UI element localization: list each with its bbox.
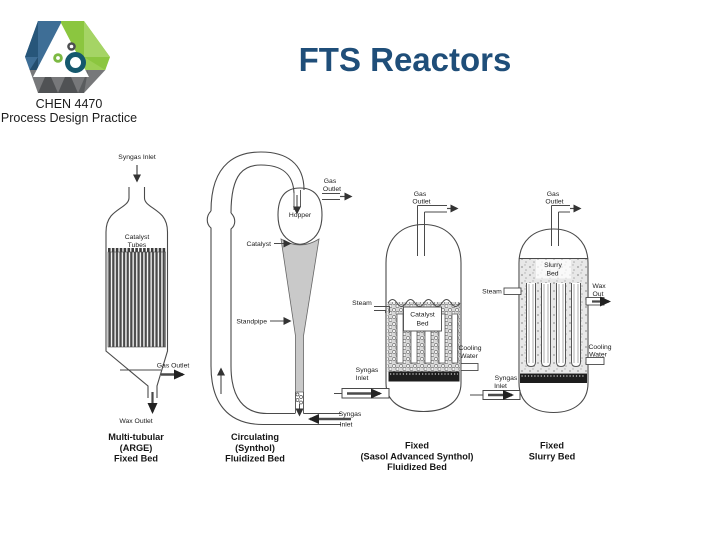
r2-caption-1: Circulating: [231, 432, 279, 442]
r2-caption-3: Fluidized Bed: [225, 454, 285, 464]
r1-vessel-right-wall: [143, 187, 169, 398]
r1-caption-1: Multi-tubular: [108, 432, 164, 442]
r1-gas-outlet-label: Gas Outlet: [157, 363, 190, 370]
r1-vessel-left-wall: [105, 187, 149, 398]
r3-cooling-water-label-1: Cooling: [458, 345, 481, 352]
r1-caption-2: (ARGE): [120, 443, 153, 453]
r4-cooling-water-label-1: Cooling: [588, 344, 611, 351]
course-logo: [25, 21, 110, 93]
logo-course-name: Process Design Practice: [0, 111, 138, 125]
r3-syngas-inlet-label-1: Syngas: [356, 367, 379, 374]
r3-bed-surface: [387, 299, 461, 307]
reactor-slurry-diagram: Slurry Bed Gas Outlet Steam Wax Out Cool…: [470, 191, 612, 462]
r4-gas-outlet-label-2: Outlet: [545, 199, 563, 206]
r2-syngas-inlet-label-2: Inlet: [340, 422, 353, 429]
r1-wax-outlet-label: Wax Outlet: [119, 418, 152, 425]
r3-catalyst-bed-label-2: Bed: [416, 321, 428, 328]
r4-caption-2: Slurry Bed: [529, 452, 575, 462]
r3-caption-1: Fixed: [405, 441, 429, 451]
r4-cooling-water-label-2: Water: [589, 352, 608, 359]
r2-hopper-label: Hopper: [289, 212, 312, 219]
r4-gas-outlet-label-1: Gas: [547, 191, 560, 198]
r2-caption-2: (Synthol): [235, 443, 275, 453]
r2-arch-outer: [210, 151, 305, 212]
r2-arch-inner: [230, 164, 295, 214]
page-title: FTS Reactors: [298, 41, 512, 78]
r1-syngas-inlet-label: Syngas Inlet: [118, 154, 156, 161]
r4-wax-out-label-1: Wax: [592, 283, 606, 290]
r3-gas-outlet-label-2: Outlet: [412, 199, 430, 206]
r4-wax-out-label-2: Out: [593, 291, 604, 298]
r2-riser-outer-wall: [206, 210, 341, 426]
r4-cooling-tube: [526, 283, 536, 368]
r3-caption-3: Fluidized Bed: [387, 462, 447, 472]
r1-catalyst-tubes-label-2: Tubes: [128, 242, 147, 249]
r1-catalyst-tubes-label-1: Catalyst: [125, 234, 150, 241]
r2-gas-outlet-label-1: Gas: [324, 178, 337, 185]
r4-cooling-tube: [556, 283, 566, 368]
r3-gas-distributor: [388, 371, 460, 382]
r3-gas-outlet-label-1: Gas: [414, 191, 427, 198]
r4-slurry-bed-label-2: Bed: [546, 271, 558, 278]
r3-cooling-water-pipe: [460, 363, 479, 371]
r4-slurry-bed-label-1: Slurry: [544, 262, 562, 269]
r4-vessel-outline: [518, 228, 589, 414]
r1-catalyst-tube-bundle: [107, 251, 166, 348]
r1-caption-3: Fixed Bed: [114, 454, 158, 464]
r4-gas-distributor: [520, 373, 587, 383]
r3-catalyst-bed-label-1: Catalyst: [410, 312, 435, 319]
r4-steam-pipe: [503, 287, 522, 295]
r3-bed-label-box: [403, 306, 442, 332]
r2-catalyst-fill: [280, 238, 320, 393]
reactor-sas-diagram: Catalyst Bed Gas Outlet Steam Cooling Wa…: [334, 191, 482, 472]
r4-syngas-inlet-label-1: Syngas: [495, 375, 518, 382]
r4-steam-label: Steam: [482, 289, 502, 296]
r4-syngas-inlet-label-2: Inlet: [494, 383, 507, 390]
r4-cooling-tube: [571, 283, 581, 368]
reactor-circulating-synthol-diagram: Hopper Gas Outlet Catalyst Standpipe Syn…: [206, 151, 362, 464]
logo-course-code: CHEN 4470: [35, 97, 103, 111]
r3-steam-label: Steam: [352, 300, 372, 307]
r4-cooling-water-pipe: [585, 357, 605, 365]
r3-vessel-outline: [385, 223, 462, 413]
r2-gas-outlet-label-2: Outlet: [323, 186, 341, 193]
r4-caption-1: Fixed: [540, 441, 564, 451]
r3-syngas-inlet-label-2: Inlet: [356, 375, 369, 382]
r3-caption-2: (Sasol Advanced Synthol): [361, 452, 474, 462]
r3-steam-pipe: [374, 306, 390, 313]
r4-cooling-tube: [541, 283, 551, 368]
reactor-multitubular-diagram: Syngas Inlet Catalyst Tubes Gas Outlet W…: [105, 154, 190, 464]
logo-teal-ring: [65, 52, 86, 73]
r2-catalyst-label: Catalyst: [246, 241, 271, 248]
r2-standpipe-label: Standpipe: [236, 319, 267, 326]
r2-syngas-inlet-label-1: Syngas: [339, 411, 362, 418]
r3-cooling-water-label-2: Water: [460, 353, 479, 360]
r2-riser-inner-wall: [230, 212, 295, 415]
